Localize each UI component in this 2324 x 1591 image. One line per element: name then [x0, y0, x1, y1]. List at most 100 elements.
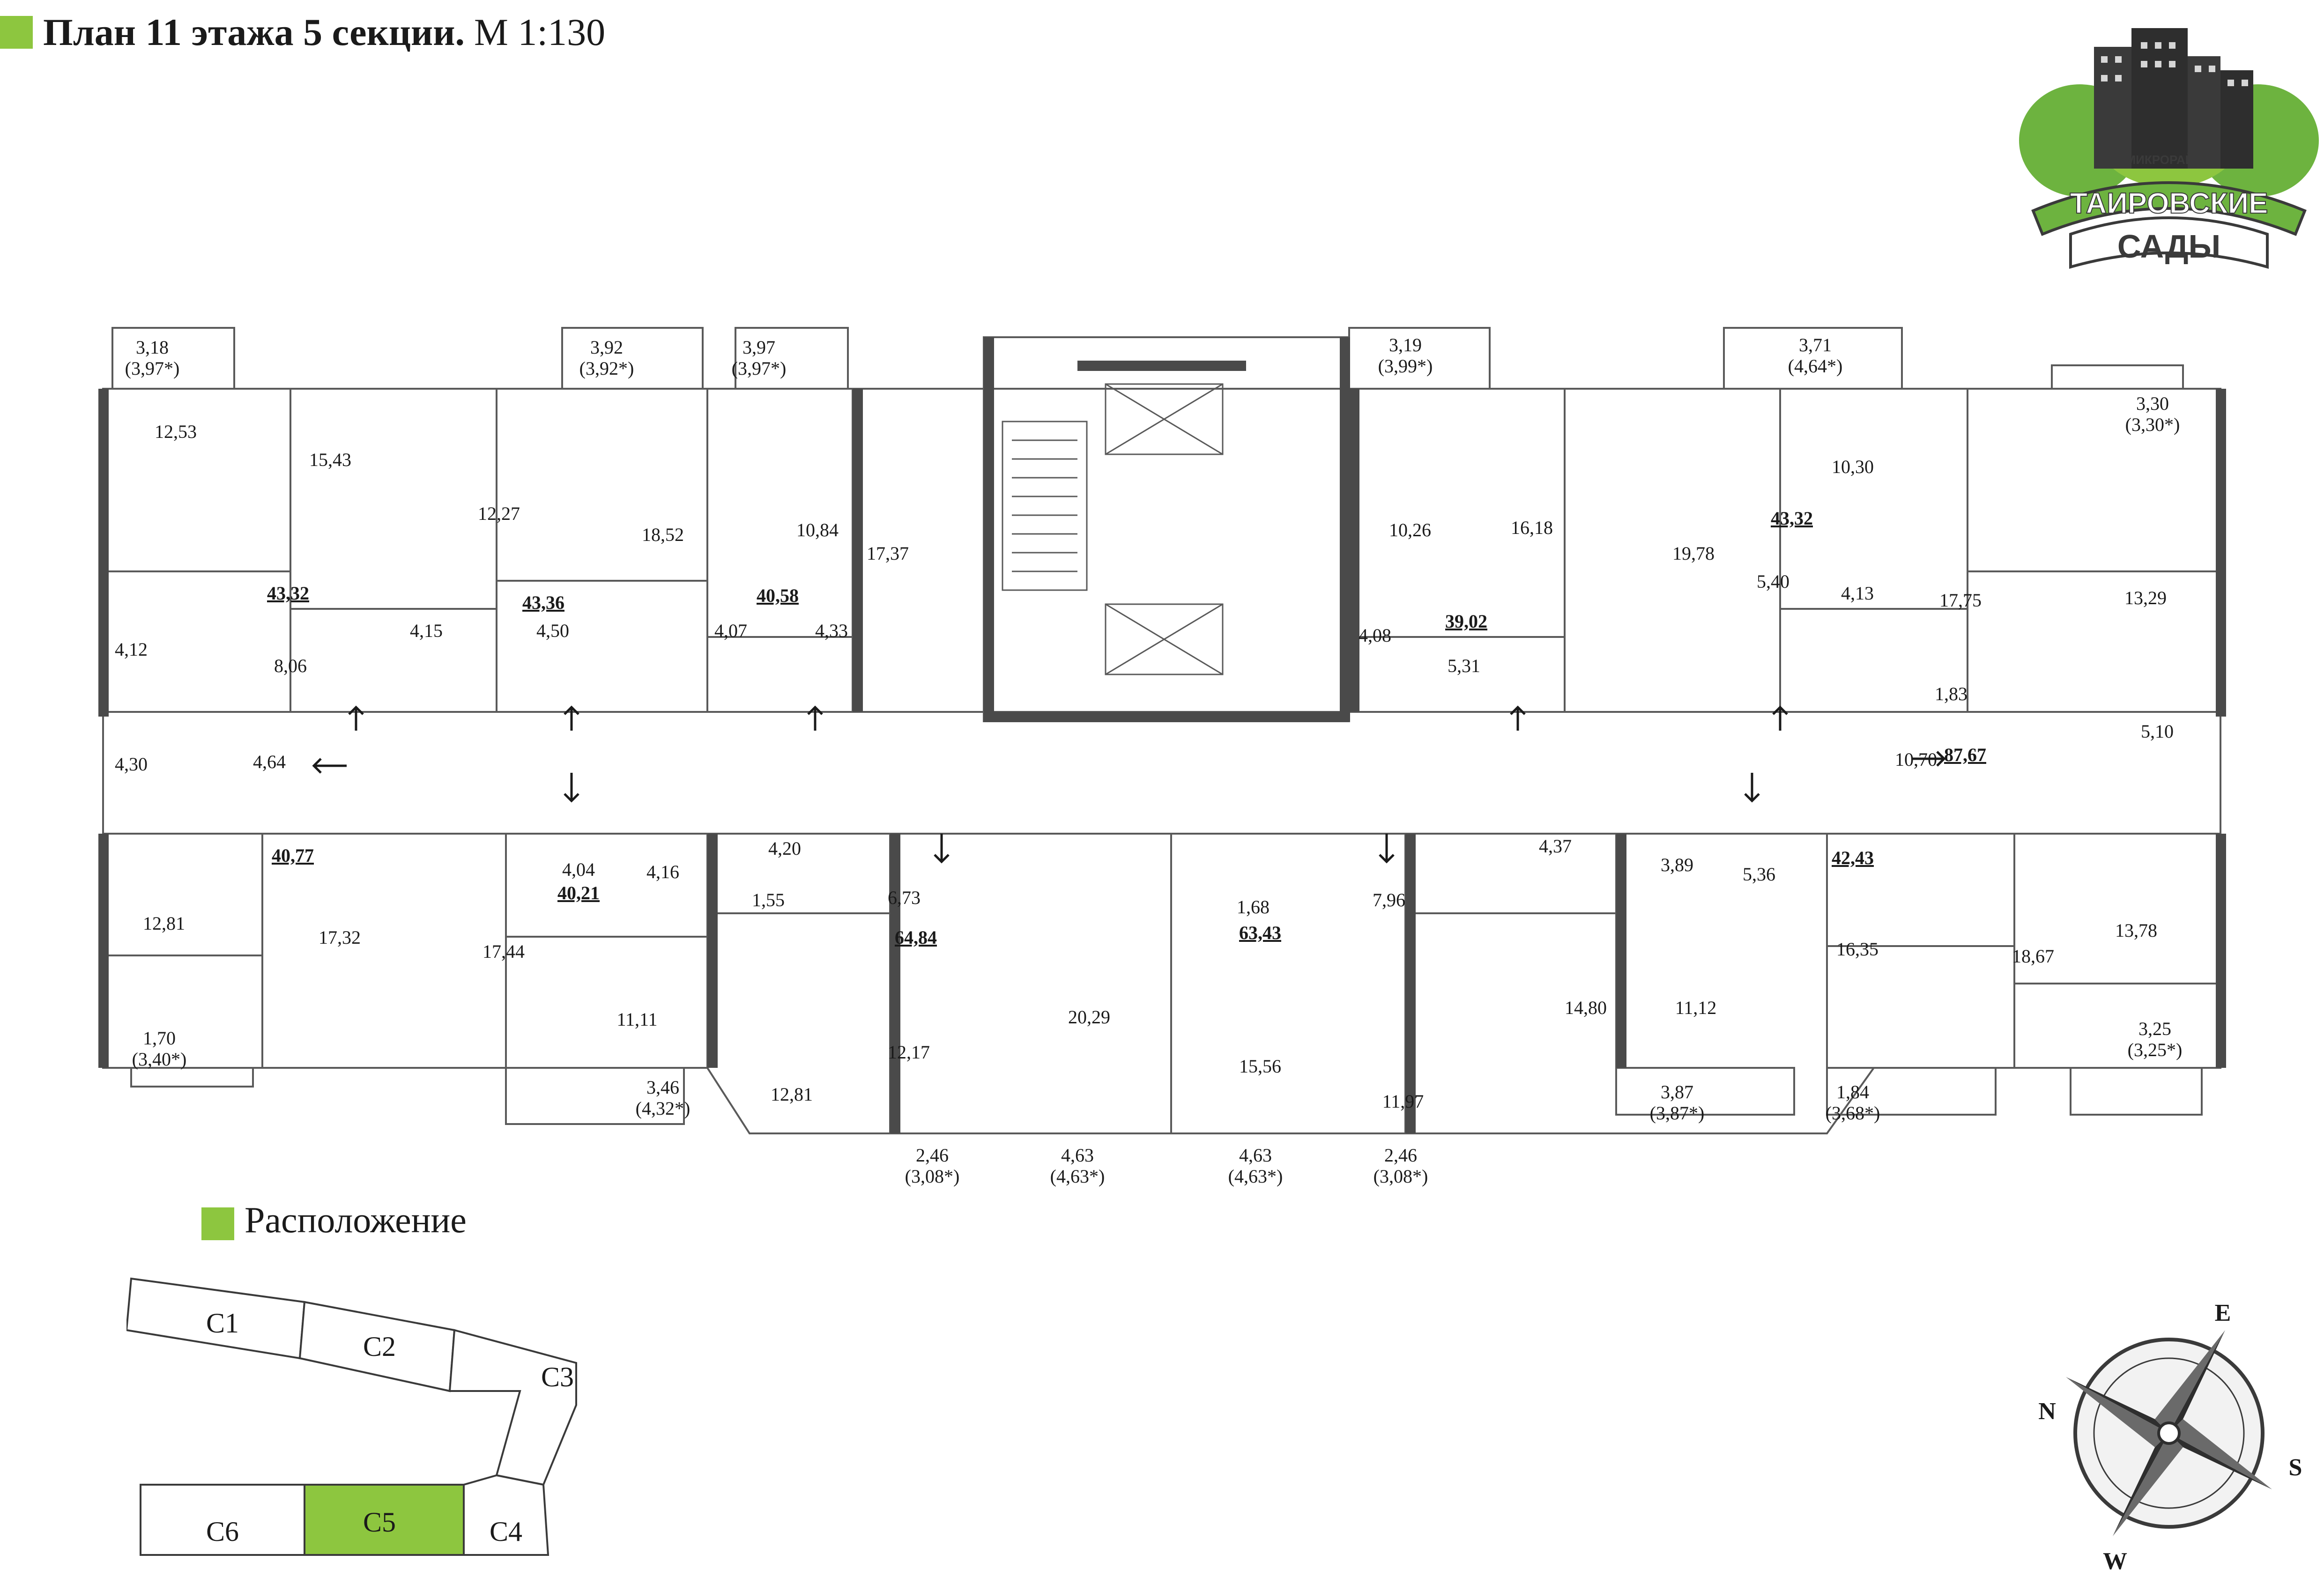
room-area: 4,04: [562, 859, 595, 880]
room-area: 4,12: [115, 639, 148, 660]
logo-line2: САДЫ: [2117, 228, 2220, 265]
room-area: 5,10: [2141, 721, 2174, 742]
room-area: 1,68: [1237, 896, 1270, 918]
compass-north: N: [2038, 1398, 2056, 1425]
room-area: (4,63*): [1228, 1166, 1283, 1187]
room-area: 1,70: [143, 1028, 176, 1049]
room-area: 4,50: [536, 620, 569, 641]
room-area: 11,12: [1675, 997, 1717, 1018]
apartment-area: 43,32: [267, 583, 309, 604]
section-label: С6: [206, 1516, 239, 1547]
room-area: 4,20: [768, 838, 801, 859]
room-area: 19,78: [1672, 543, 1715, 564]
room-area: (3,68*): [1826, 1103, 1880, 1124]
room-area: 5,36: [1743, 864, 1775, 885]
apartment-area: 40,77: [272, 845, 314, 866]
room-area: 4,16: [646, 861, 679, 882]
room-area: 4,37: [1539, 836, 1572, 857]
location-marker: [201, 1207, 234, 1241]
room-area: (4,32*): [636, 1098, 691, 1119]
room-area: 3,30: [2136, 393, 2169, 414]
room-area: 4,64: [253, 751, 286, 772]
logo-top-text: МИКРОРАЙОН: [2126, 153, 2213, 167]
section-label: С4: [490, 1516, 522, 1547]
apartment-area: 40,58: [757, 585, 799, 606]
room-area: 4,30: [115, 754, 148, 775]
apartment-area: 64,84: [895, 927, 937, 948]
floor-plan: 43,32 43,36 40,58 39,02 43,32 87,67 40,7…: [98, 327, 2226, 1187]
room-area: 4,07: [714, 620, 747, 641]
room-area: (3,97*): [732, 358, 787, 379]
page-header: План 11 этажа 5 секции.М 1:130: [0, 10, 605, 67]
title-marker: [0, 16, 33, 49]
room-area: 15,56: [1239, 1056, 1281, 1077]
room-area: 10,30: [1832, 456, 1874, 477]
room-area: (3,92*): [579, 358, 634, 379]
apartment-area: 39,02: [1445, 611, 1487, 632]
room-area: 17,44: [483, 941, 525, 962]
room-area: 4,08: [1359, 625, 1391, 646]
room-area: 3,97: [742, 337, 775, 358]
room-area: 16,35: [1836, 939, 1879, 960]
room-area: (4,64*): [1788, 355, 1843, 377]
compass-east: E: [2215, 1300, 2231, 1326]
logo-line1: ТАИРОВСКИЕ: [2070, 187, 2268, 220]
apartment-area: 63,43: [1239, 922, 1281, 943]
apartment-area: 43,32: [1771, 508, 1813, 529]
room-area: 1,55: [752, 889, 785, 910]
room-area: 1,84: [1836, 1081, 1869, 1103]
room-area: (3,87*): [1650, 1103, 1705, 1124]
room-area: 11,97: [1382, 1091, 1424, 1112]
room-area: (3,40*): [132, 1049, 187, 1070]
room-area: 3,46: [646, 1077, 679, 1098]
room-area: 7,96: [1373, 889, 1405, 910]
room-area: 4,63: [1061, 1145, 1094, 1166]
room-area: 12,27: [478, 503, 520, 524]
room-area: 3,19: [1389, 334, 1422, 355]
section-c5: [304, 1484, 465, 1556]
room-area: 3,89: [1661, 854, 1693, 875]
section-label: С2: [363, 1331, 396, 1362]
room-area: 16,18: [1511, 517, 1553, 538]
room-area: 4,63: [1239, 1145, 1272, 1166]
room-area: 10,70: [1895, 749, 1937, 770]
room-area: (3,30*): [2125, 414, 2180, 435]
room-area: 12,53: [155, 421, 197, 442]
location-title: Расположение: [245, 1199, 467, 1240]
room-area: 4,13: [1841, 583, 1874, 604]
section-c3: [448, 1329, 577, 1486]
room-area: 18,67: [2012, 946, 2054, 967]
room-area: 10,26: [1389, 519, 1431, 540]
apartment-area: 40,21: [557, 882, 600, 903]
room-area: 6,73: [888, 887, 921, 908]
room-area: (3,25*): [2128, 1039, 2183, 1060]
room-area: 12,17: [888, 1042, 930, 1063]
room-area: 14,80: [1565, 997, 1607, 1018]
room-area: 3,71: [1799, 334, 1832, 355]
scale-label: М 1:130: [474, 11, 606, 53]
room-area: 8,06: [274, 655, 307, 676]
logo: МИКРОРАЙОН ТАИРОВСКИЕ САДЫ: [2019, 28, 2319, 269]
room-area: 3,87: [1661, 1081, 1693, 1103]
room-area: 18,52: [642, 524, 684, 545]
room-area: 13,29: [2124, 587, 2167, 608]
room-area: 2,46: [1384, 1145, 1417, 1166]
room-area: 12,81: [143, 913, 185, 934]
room-area: 5,31: [1448, 655, 1480, 676]
room-area: 15,43: [309, 449, 351, 470]
room-area: (4,63*): [1050, 1166, 1105, 1187]
room-area: 12,81: [771, 1084, 813, 1105]
section-key-plan: С1 С2 С3 С4 С5 С6: [126, 1277, 577, 1556]
section-c6: [140, 1484, 305, 1556]
location-heading: Расположение: [201, 1199, 467, 1241]
section-label: С5: [363, 1507, 396, 1538]
room-area: 17,37: [867, 543, 909, 564]
apartment-area: 43,36: [522, 592, 564, 613]
room-area: 2,46: [916, 1145, 949, 1166]
room-area: 20,29: [1068, 1006, 1110, 1028]
room-area: 10,84: [796, 519, 839, 540]
room-area: (3,08*): [1374, 1166, 1428, 1187]
compass-west: W: [2103, 1548, 2127, 1574]
section-label: С3: [541, 1362, 574, 1392]
room-area: 17,32: [319, 927, 361, 948]
